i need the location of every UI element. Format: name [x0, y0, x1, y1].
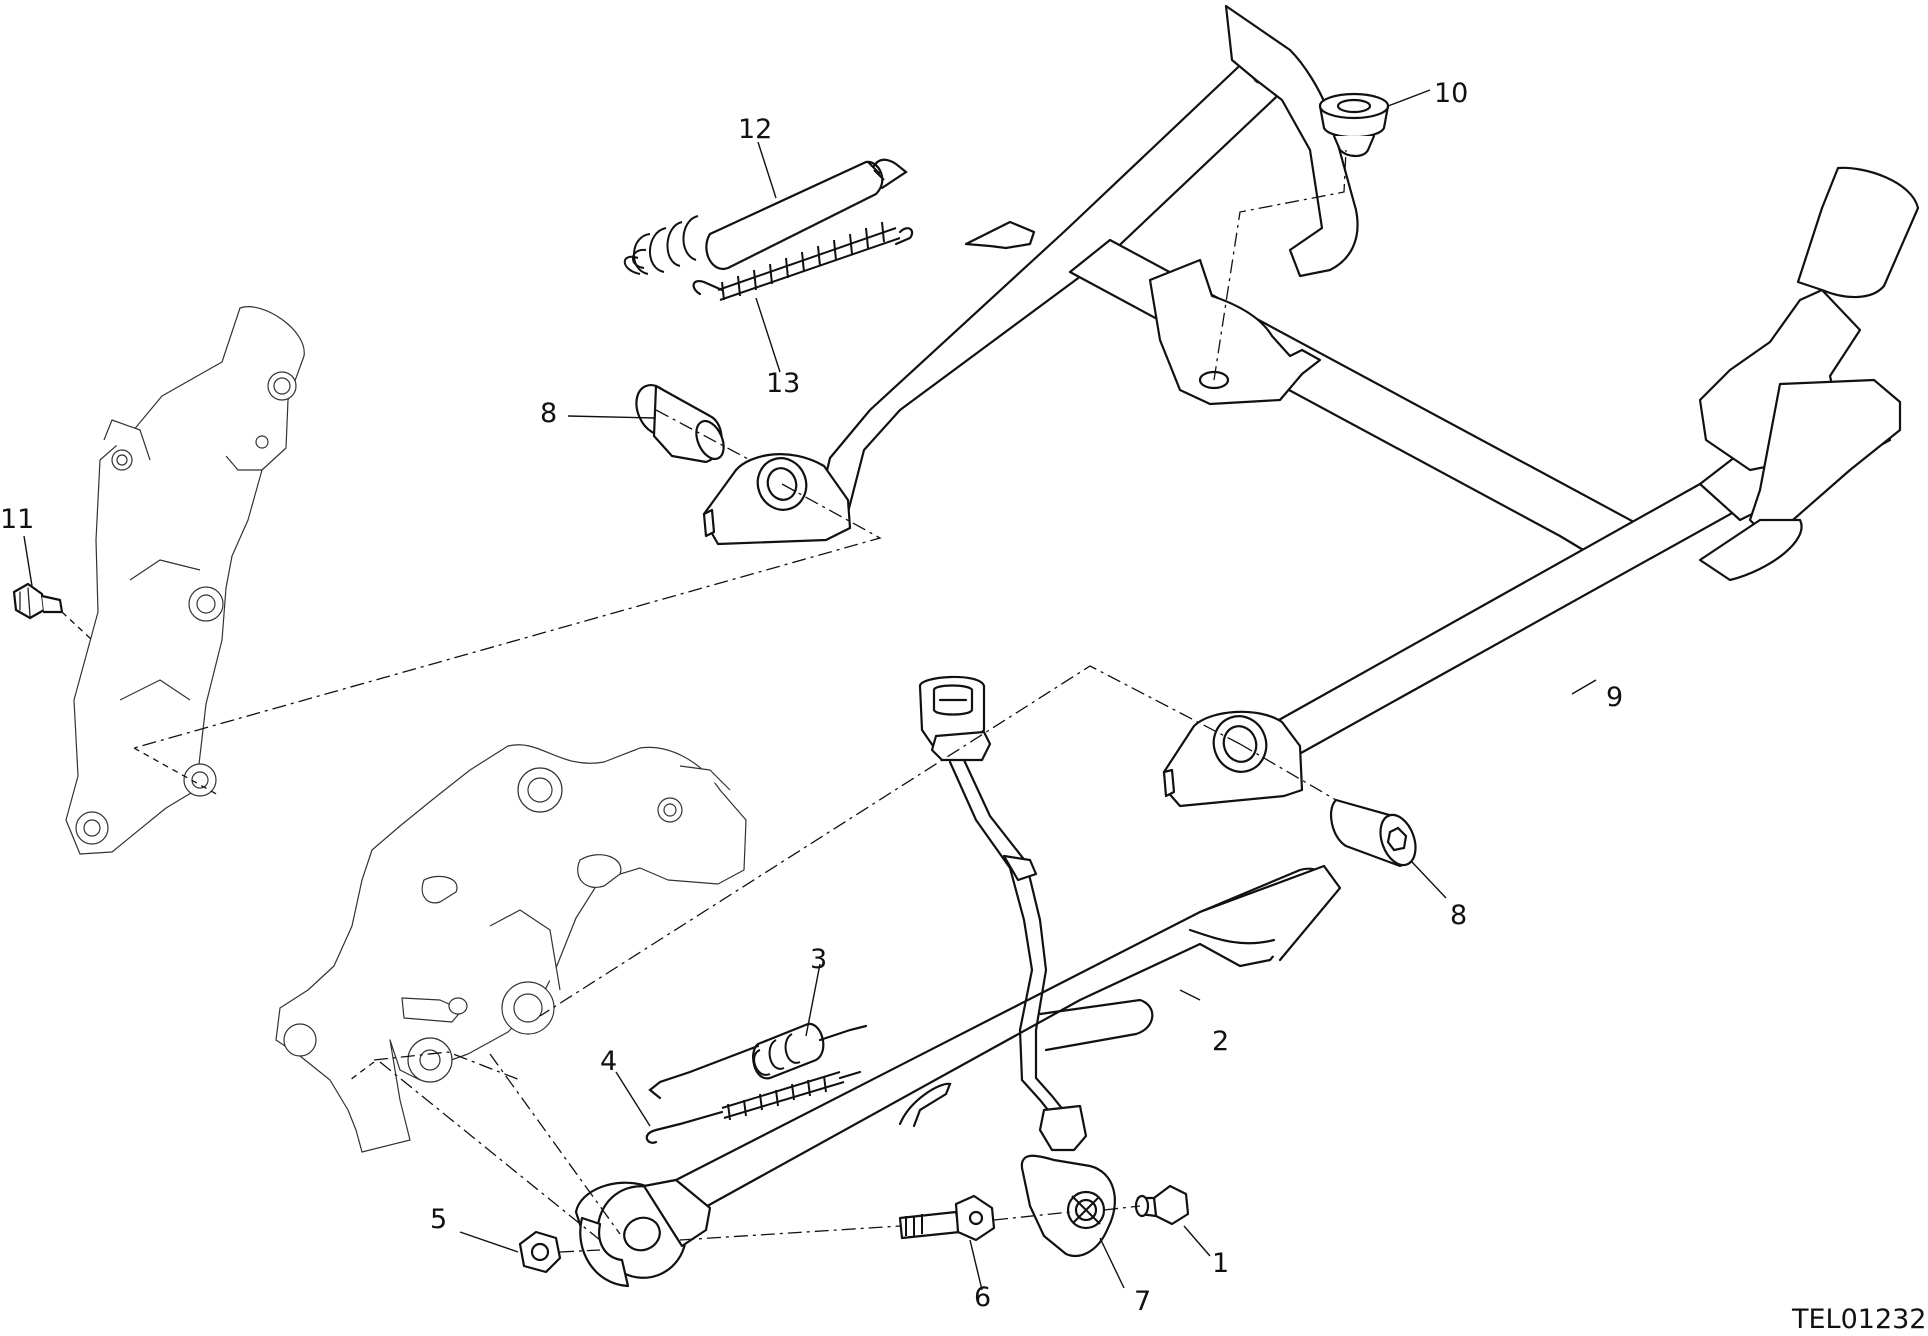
spring-13	[692, 221, 914, 301]
pivot-bushing-8-lower	[1329, 798, 1417, 868]
callout-9: 9	[1606, 682, 1623, 713]
side-stand-2	[574, 864, 1342, 1288]
spring-4	[645, 1070, 862, 1144]
side-stand-sensor-cable	[918, 675, 1116, 1257]
frame-bracket-upper	[65, 306, 305, 855]
callout-10: 10	[1434, 78, 1468, 109]
callout-11: 11	[0, 504, 34, 535]
callout-5: 5	[430, 1204, 447, 1235]
nut-5	[518, 1230, 562, 1274]
spring-12	[623, 158, 908, 275]
pivot-bolt-6	[898, 1194, 996, 1242]
bolt-1	[1134, 1184, 1190, 1226]
leader-lines	[23, 89, 1597, 1291]
drawing-reference-code: TEL01232	[1791, 1304, 1927, 1335]
callout-3: 3	[810, 944, 827, 975]
center-stand-9	[702, 4, 1920, 808]
callout-6: 6	[974, 1282, 991, 1313]
callout-4: 4	[600, 1046, 617, 1077]
callout-1: 1	[1212, 1248, 1229, 1279]
assembly-lines	[61, 149, 1347, 1253]
callout-8-upper: 8	[540, 398, 557, 429]
callout-7: 7	[1134, 1286, 1151, 1317]
spring-3	[648, 1022, 868, 1100]
pivot-bushing-8-upper	[635, 384, 725, 464]
callout-8-lower: 8	[1450, 900, 1467, 931]
rubber-bumper-10	[1318, 92, 1390, 158]
callout-2: 2	[1212, 1026, 1229, 1057]
frame-bracket-lower	[275, 744, 747, 1153]
callout-12: 12	[738, 114, 772, 145]
callout-13: 13	[766, 368, 800, 399]
callout-labels: 1 2 3 4 5 6 7 8 8 9 10 11 12 13	[0, 78, 1623, 1317]
bolt-11	[12, 582, 64, 620]
